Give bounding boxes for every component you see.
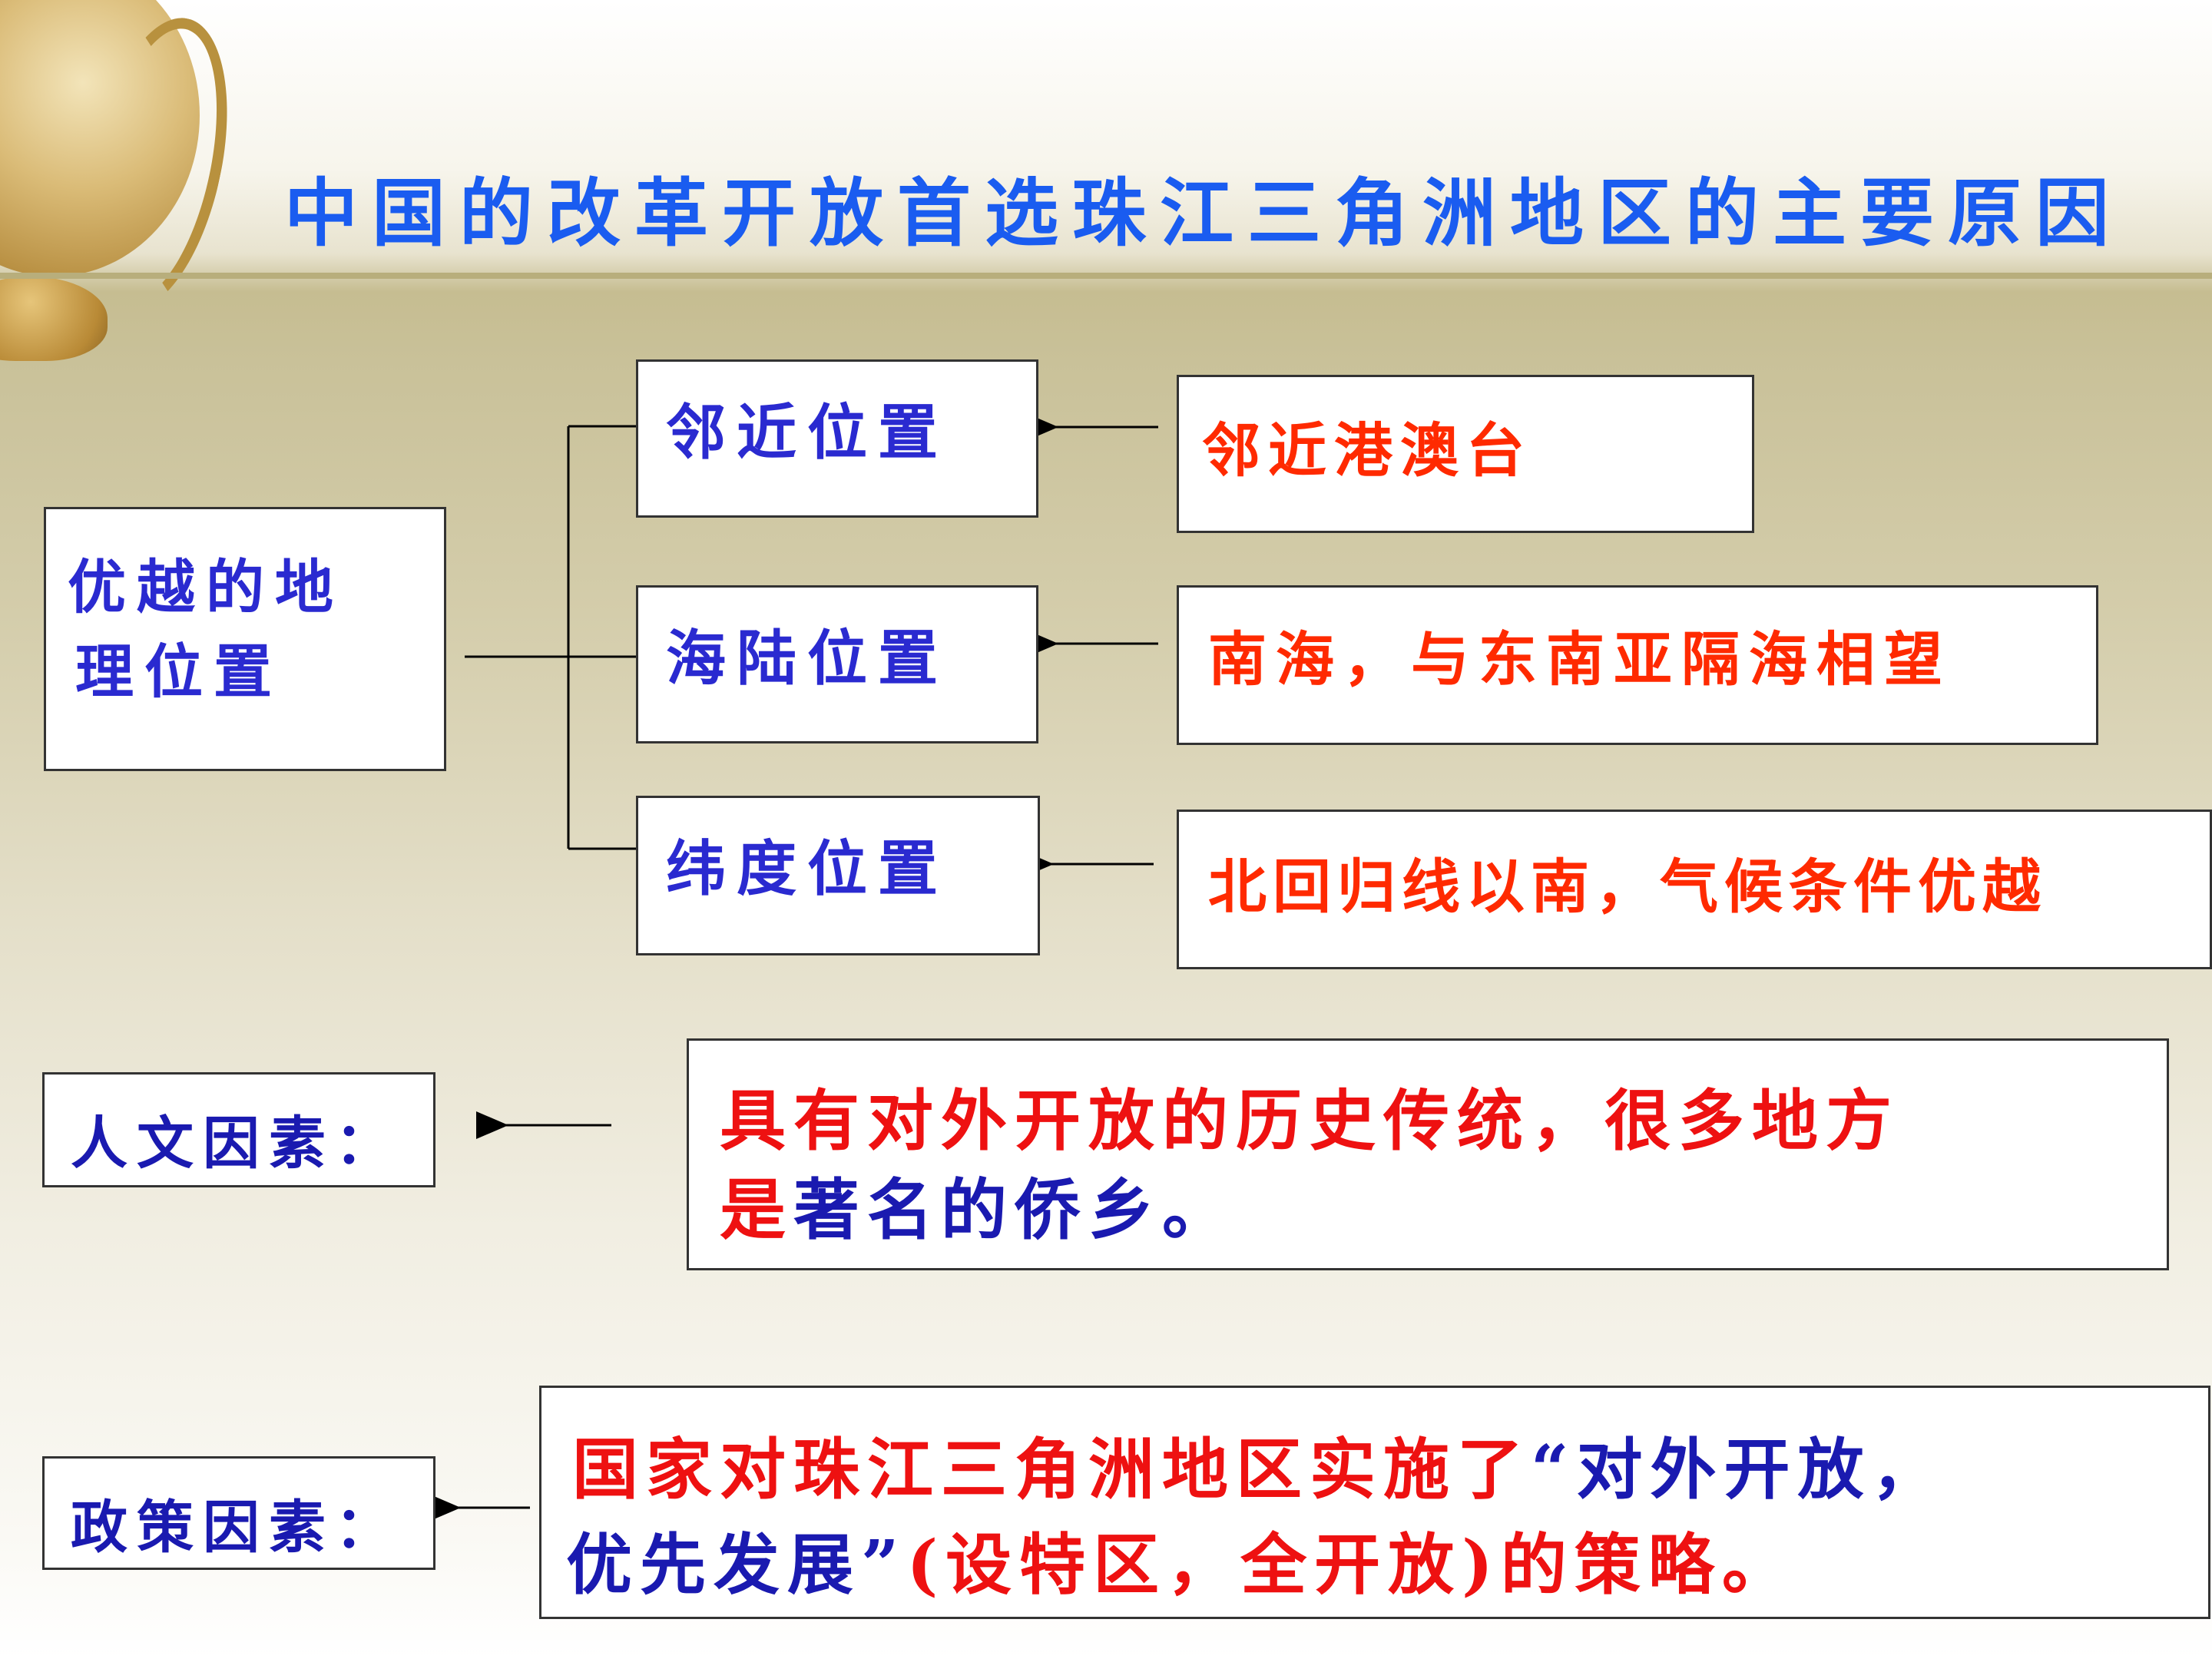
policy-detail-box: 国家对珠江三角洲地区实施了“对外开放， 优先发展”(设特区，全开放)的策略。 bbox=[539, 1386, 2210, 1619]
geo-item-box-1: 邻近位置 bbox=[636, 359, 1038, 518]
geo-detail-box-3: 北回归线以南，气候条件优越 bbox=[1177, 810, 2212, 969]
geo-detail-box-1: 邻近港澳台 bbox=[1177, 375, 1754, 533]
policy-detail-line1: 国家对珠江三角洲地区实施了“对外开放， bbox=[572, 1416, 1945, 1512]
culture-detail-line1: 具有对外开放的历史传统，很多地方 bbox=[720, 1067, 1899, 1163]
culture-detail-box: 具有对外开放的历史传统，很多地方 是著名的侨乡。 bbox=[687, 1038, 2169, 1270]
policy-label-box: 政策因素： bbox=[42, 1456, 435, 1570]
policy-detail-line1-blue: “对外开放， bbox=[1531, 1431, 1945, 1508]
geo-detail-box-2: 南海，与东南亚隔海相望 bbox=[1177, 585, 2098, 745]
policy-detail-line2: 优先发展”(设特区，全开放)的策略。 bbox=[566, 1511, 1796, 1607]
geo-main-box: 优越的地 理位置 bbox=[44, 507, 446, 771]
culture-label: 人文因素： bbox=[71, 1098, 401, 1180]
geo-detail-3: 北回归线以南，气候条件优越 bbox=[1208, 839, 2047, 924]
geo-item-box-3: 纬度位置 bbox=[636, 796, 1040, 955]
culture-label-box: 人文因素： bbox=[42, 1072, 435, 1187]
policy-label: 政策因素： bbox=[71, 1482, 401, 1564]
geo-detail-2: 南海，与东南亚隔海相望 bbox=[1208, 612, 1952, 697]
geo-item-label-3: 纬度位置 bbox=[666, 821, 949, 907]
geo-detail-1: 邻近港澳台 bbox=[1202, 403, 1532, 488]
culture-detail-line2: 是著名的侨乡。 bbox=[720, 1156, 1236, 1252]
culture-detail-line2-blue: 著名的侨乡。 bbox=[793, 1171, 1236, 1249]
geo-main-line1: 优越的地 bbox=[68, 540, 344, 624]
policy-detail-line2-red: (设特区，全开放)的策略。 bbox=[906, 1526, 1795, 1604]
geo-item-label-1: 邻近位置 bbox=[666, 385, 949, 471]
geo-item-label-2: 海陆位置 bbox=[666, 611, 949, 697]
culture-detail-line2-red: 是 bbox=[720, 1171, 793, 1249]
policy-detail-line2-blue: 优先发展” bbox=[566, 1526, 906, 1604]
geo-item-box-2: 海陆位置 bbox=[636, 585, 1038, 743]
geo-main-line2: 理位置 bbox=[75, 624, 283, 709]
policy-detail-line1-red: 国家对珠江三角洲地区实施了 bbox=[572, 1431, 1531, 1508]
